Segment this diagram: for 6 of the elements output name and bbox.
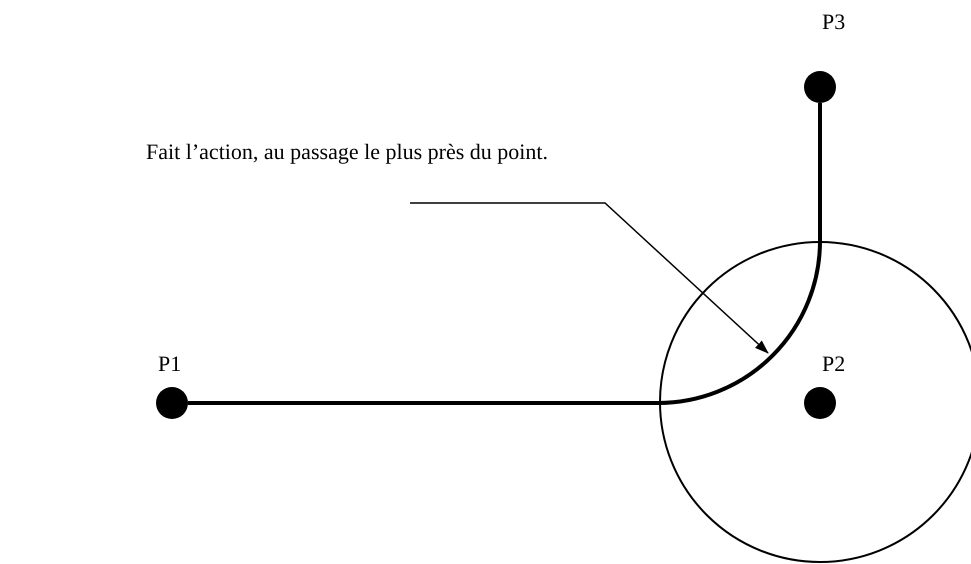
point-label: P2 xyxy=(822,352,846,376)
leader-line xyxy=(410,202,769,354)
path-line xyxy=(188,103,822,405)
note-text: Fait l’action, au passage le plus près du point. xyxy=(146,140,548,164)
point-label: P1 xyxy=(158,352,182,376)
point-label: P3 xyxy=(822,10,846,34)
